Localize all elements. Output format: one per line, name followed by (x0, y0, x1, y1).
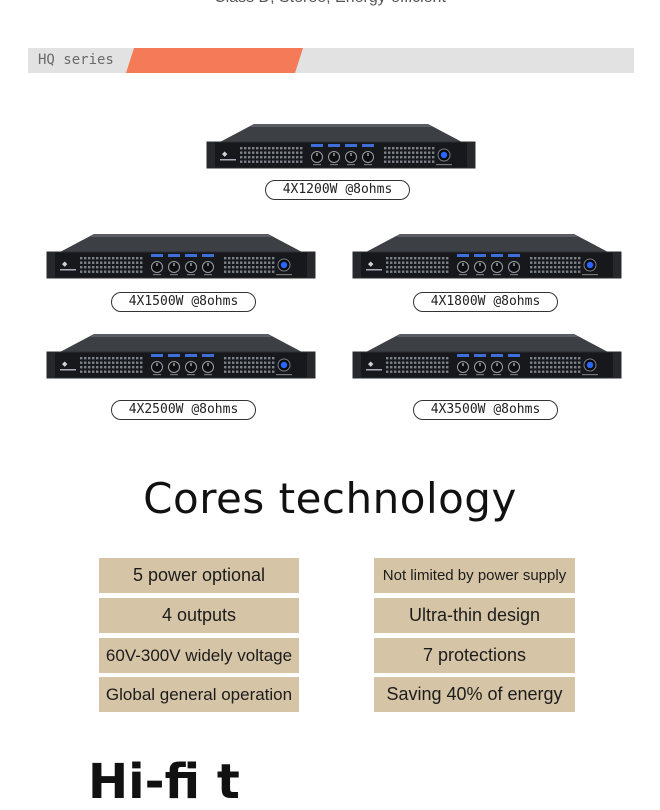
product-image-3: ◆ (352, 232, 622, 282)
bottom-heading: Hi-fi t (88, 754, 240, 810)
feature-energy-saving: Saving 40% of energy (374, 677, 575, 712)
product-image-2: ◆ (46, 232, 316, 282)
feature-global-operation: Global general operation (99, 677, 299, 712)
product-label-3: 4X1800W @8ohms (413, 292, 558, 312)
feature-protections: 7 protections (374, 638, 575, 673)
svg-text:◆: ◆ (222, 150, 228, 158)
series-bar: HQ series (28, 48, 634, 73)
feature-ultra-thin: Ultra-thin design (374, 598, 575, 633)
feature-power-options: 5 power optional (99, 558, 299, 593)
amplifier-image: ◆ (352, 234, 622, 279)
feature-power-supply: Not limited by power supply (374, 558, 575, 593)
feature-voltage: 60V-300V widely voltage (99, 638, 299, 673)
amplifier-image: ◆ (352, 334, 622, 379)
series-accent-stripe (126, 48, 303, 73)
product-image-5: ◆ (352, 332, 622, 382)
svg-text:◆: ◆ (368, 260, 374, 268)
svg-text:◆: ◆ (62, 260, 68, 268)
amplifier-image: ◆ (46, 234, 316, 279)
series-label: HQ series (38, 52, 114, 68)
svg-text:◆: ◆ (368, 360, 374, 368)
product-label-4: 4X2500W @8ohms (111, 400, 256, 420)
product-image-1: ◆ (206, 122, 476, 172)
section-title: Cores technology (143, 474, 517, 523)
feature-outputs: 4 outputs (99, 598, 299, 633)
amplifier-image: ◆ (46, 334, 316, 379)
svg-text:◆: ◆ (62, 360, 68, 368)
product-image-4: ◆ (46, 332, 316, 382)
product-label-5: 4X3500W @8ohms (413, 400, 558, 420)
amplifier-image: ◆ (206, 124, 476, 169)
product-label-1: 4X1200W @8ohms (265, 180, 410, 200)
product-label-2: 4X1500W @8ohms (111, 292, 256, 312)
top-caption: Class D, Stereo, Energy-efficient (0, 0, 660, 8)
